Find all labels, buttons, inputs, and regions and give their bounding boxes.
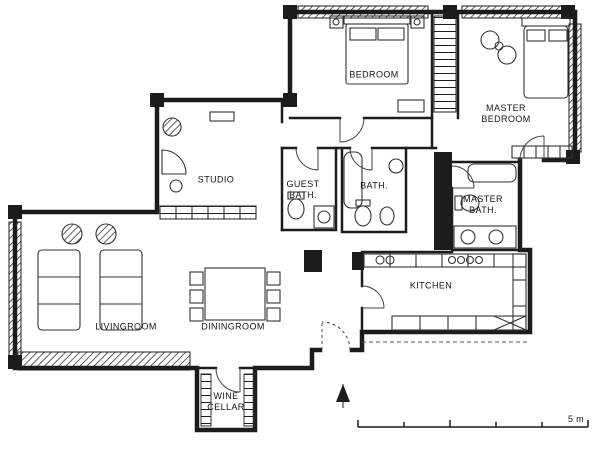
columns <box>8 5 580 369</box>
room-label-master-bath: MASTER BATH. <box>463 194 503 215</box>
wine-cellar-door <box>215 367 241 393</box>
livingroom-furniture <box>37 223 143 331</box>
entry-door <box>321 321 351 351</box>
room-label-studio: STUDIO <box>197 174 235 185</box>
guest-bath-fixtures <box>287 191 335 229</box>
room-label-livingroom: LIVINGROOM <box>95 321 157 332</box>
scale-bar <box>357 420 589 428</box>
diningroom-furniture <box>189 267 281 322</box>
room-label-bedroom: BEDROOM <box>349 69 399 80</box>
guest-bath-door <box>295 147 319 171</box>
bath-fixtures <box>343 151 404 227</box>
kitchen-door <box>361 285 385 309</box>
kitchen-fittings <box>363 253 527 331</box>
master-bath-fixtures <box>453 163 517 249</box>
master-bath-door <box>451 165 475 189</box>
room-label-master-bedroom: MASTER BEDROOM <box>481 103 531 124</box>
bedroom-door <box>339 117 365 143</box>
room-label-bath: BATH. <box>360 180 388 191</box>
room-label-guest-bath: GUEST BATH. <box>286 179 320 200</box>
wine-cellar-shelving <box>200 373 255 427</box>
bedroom-closet <box>433 15 457 113</box>
room-label-wine-cellar: WINE CELLAR <box>207 391 245 412</box>
interior-walls <box>195 10 522 370</box>
scale-bar-label: 5 m <box>568 414 584 424</box>
bedroom-furniture <box>329 15 425 113</box>
north-arrow-icon <box>336 384 350 408</box>
room-label-kitchen: KITCHEN <box>409 280 453 291</box>
room-label-diningroom: DININGROOM <box>201 321 265 332</box>
service-shaft <box>434 152 452 250</box>
door-swings <box>215 117 545 393</box>
kitchen-corner-block <box>352 252 364 270</box>
exterior-walls <box>12 9 578 433</box>
entry-column-block <box>304 250 322 272</box>
master-bedroom-furniture <box>480 17 573 159</box>
master-bedroom-door <box>519 135 545 161</box>
bath-door <box>349 147 373 171</box>
studio-furniture <box>159 111 257 220</box>
